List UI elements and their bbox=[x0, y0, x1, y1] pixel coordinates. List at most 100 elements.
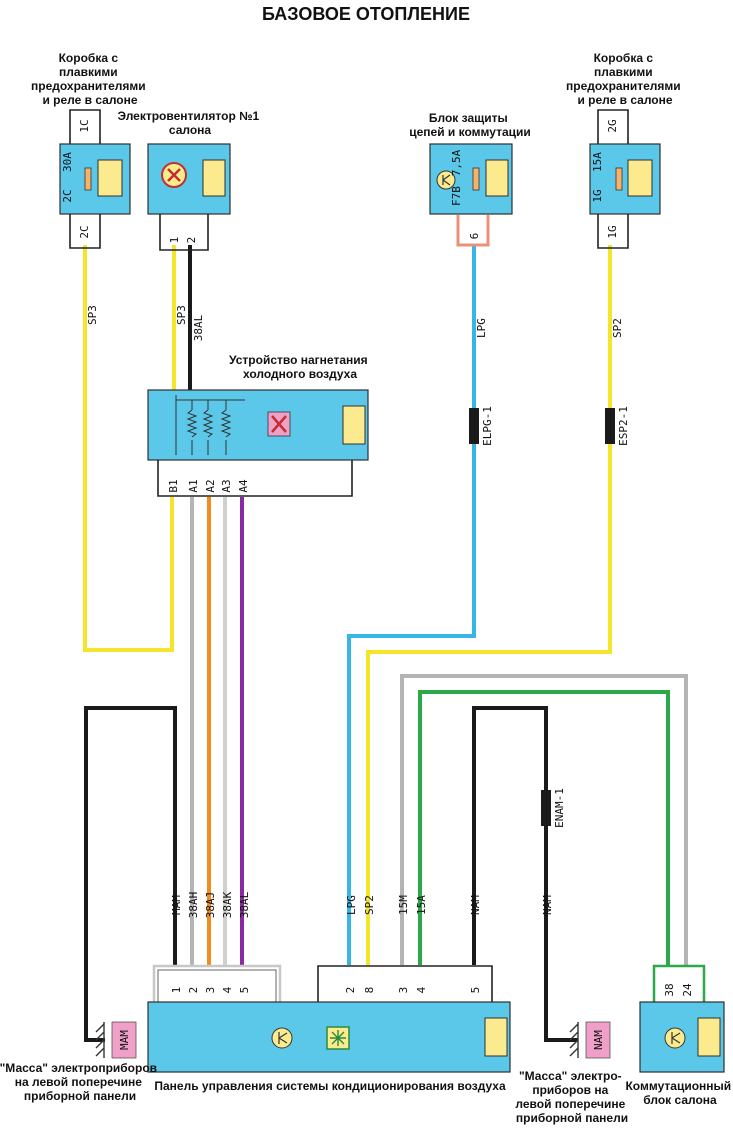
transistor-icon bbox=[436, 170, 456, 190]
fan-blade-icon-unit bbox=[271, 415, 287, 433]
cold-air-unit-tab bbox=[342, 405, 366, 445]
fuse-box-left-label: Коробка с плавкими предохранителями и ре… bbox=[31, 51, 149, 107]
fuse-box-left-fuse-rating: 30A bbox=[61, 152, 74, 172]
wire-label-nam-ground: NAM bbox=[541, 895, 554, 915]
wire-sp2 bbox=[366, 245, 612, 965]
ground-left-label: "Масса" электроприборов на левой попереч… bbox=[0, 1061, 160, 1103]
wires bbox=[83, 215, 688, 1042]
wire-label-38al-top: 38AL bbox=[192, 314, 205, 341]
wire-sp3-left bbox=[83, 245, 174, 652]
cold-air-unit-pin-a3: A3 bbox=[220, 479, 233, 492]
fuse-f7b-icon bbox=[472, 167, 480, 191]
ac-panel-pin-r4: 4 bbox=[415, 986, 428, 993]
ac-panel-pin-l3: 3 bbox=[204, 987, 217, 994]
ac-panel-pin-l2: 2 bbox=[187, 987, 200, 994]
ground-right: NAM "Масса" электро- приборов на левой п… bbox=[515, 1021, 628, 1125]
fan-blade-icon bbox=[167, 168, 181, 182]
ac-panel-pin-r8: 8 bbox=[363, 987, 376, 994]
fuse-box-right-tab bbox=[627, 159, 653, 197]
cold-air-unit-label: Устройство нагнетания холодного воздуха bbox=[229, 353, 371, 381]
ac-panel-left-harness-inner bbox=[157, 969, 277, 1002]
comm-block: 38 24 Коммутационный блок салона bbox=[625, 964, 733, 1107]
cold-air-unit-connector bbox=[147, 389, 369, 461]
fuse-box-right-pin-bottom: 1G bbox=[606, 225, 619, 238]
ac-panel-left-harness-outer bbox=[152, 964, 282, 1002]
transistor-symbol-icon bbox=[442, 174, 451, 186]
fuse-box-left-bottom-harness bbox=[69, 214, 101, 249]
blower-motor-label: Электровентилятор №1 салона bbox=[117, 109, 262, 137]
ac-panel-tab bbox=[484, 1017, 508, 1057]
wire-label-sp2-bottom: SP2 bbox=[363, 895, 376, 915]
ac-panel-pin-l5: 5 bbox=[238, 987, 251, 994]
wire-label-mam: MAM bbox=[170, 895, 183, 915]
ground-right-code: NAM bbox=[592, 1030, 605, 1050]
resistor-bank-icon bbox=[175, 395, 245, 455]
ground-left-code: MAM bbox=[118, 1030, 131, 1050]
comm-block-harness bbox=[652, 964, 706, 1002]
wire-15a bbox=[418, 690, 670, 966]
wire-label-sp3-mid: SP3 bbox=[175, 305, 188, 325]
sleeve-esp2 bbox=[605, 408, 615, 444]
blower-motor-harness bbox=[159, 214, 209, 251]
comm-block-pin-24: 24 bbox=[681, 983, 694, 997]
wire-label-38ak: 38AK bbox=[221, 891, 234, 918]
cold-air-unit-pin-a4: A4 bbox=[237, 479, 250, 493]
comm-block-tab bbox=[697, 1017, 721, 1057]
wire-label-15m: 15M bbox=[397, 895, 410, 915]
page-title: БАЗОВОЕ ОТОПЛЕНИЕ bbox=[262, 4, 470, 24]
wire-mam bbox=[84, 706, 177, 1042]
sleeve-enam bbox=[541, 790, 551, 826]
fuse-box-left-fuse-id: 2C bbox=[61, 189, 74, 202]
blower-motor-pin-1: 1 bbox=[168, 237, 181, 244]
ac-panel-label: Панель управления системы кондиционирова… bbox=[154, 1079, 506, 1093]
wire-label-esp2: ESP2-1 bbox=[617, 406, 630, 446]
protection-block: Блок защиты цепей и коммутации F7B 7,5A … bbox=[409, 111, 531, 239]
wire-label-nam-panel: NAM bbox=[469, 895, 482, 915]
fuse-box-left-pin-bottom: 2C bbox=[78, 225, 91, 238]
fuse-right-icon bbox=[615, 167, 623, 191]
ground-right-tag bbox=[585, 1021, 611, 1059]
wire-label-lpg-bottom: LPG bbox=[345, 895, 358, 915]
cold-air-unit-pin-a1: A1 bbox=[187, 479, 200, 492]
wire-label-elpg: ELPG-1 bbox=[481, 406, 494, 446]
wire-label-enam: ENAM-1 bbox=[553, 788, 566, 828]
fuse-box-right: Коробка с плавкими предохранителями и ре… bbox=[566, 51, 684, 249]
wire-loop-protection bbox=[456, 215, 490, 247]
fuse-box-right-bottom-harness bbox=[597, 214, 629, 249]
wire-nam-panel bbox=[472, 706, 578, 1042]
fuse-box-right-label: Коробка с плавкими предохранителями и ре… bbox=[566, 51, 684, 107]
cold-air-unit-pin-a2: A2 bbox=[204, 479, 217, 492]
comm-block-pin-38: 38 bbox=[663, 983, 676, 996]
blower-motor-tab bbox=[202, 159, 226, 197]
ac-panel-pin-l4: 4 bbox=[221, 986, 234, 993]
ac-panel-pin-r5: 5 bbox=[469, 987, 482, 994]
comm-block-label: Коммутационный блок салона bbox=[625, 1079, 733, 1107]
cold-air-unit: Устройство нагнетания холодного воздуха … bbox=[147, 353, 371, 497]
wire-15m bbox=[400, 674, 688, 966]
blower-motor-pin-2: 2 bbox=[185, 237, 198, 244]
protection-block-label: Блок защиты цепей и коммутации bbox=[409, 111, 531, 139]
ground-right-icon bbox=[569, 1022, 579, 1058]
ground-left: MAM "Масса" электроприборов на левой поп… bbox=[0, 1021, 160, 1103]
ac-panel-pin-r2: 2 bbox=[344, 987, 357, 994]
fuse-left-icon bbox=[84, 167, 92, 191]
wire-label-lpg-top: LPG bbox=[475, 318, 488, 338]
fuse-box-right-fuse-id: 1G bbox=[591, 189, 604, 202]
ac-control-panel: 1 2 3 4 5 2 8 3 4 5 Панель управления си… bbox=[147, 964, 511, 1093]
wire-label-sp2-top: SP2 bbox=[611, 318, 624, 338]
cold-air-unit-harness bbox=[157, 460, 353, 497]
transistor-symbol-panel-icon bbox=[278, 1032, 288, 1044]
wire-label-38al-bottom: 38AL bbox=[238, 891, 251, 918]
transistor-symbol-comm-icon bbox=[671, 1032, 681, 1044]
ground-left-icon bbox=[95, 1022, 105, 1058]
wire-label-38aj: 38AJ bbox=[204, 892, 217, 919]
transistor-icon-panel bbox=[271, 1027, 293, 1049]
blower-motor: Электровентилятор №1 салона 1 2 bbox=[117, 109, 262, 251]
ac-panel-pin-l1: 1 bbox=[170, 987, 183, 994]
protection-block-fuse-id: F7B bbox=[450, 186, 463, 206]
fuse-box-right-fuse-rating: 15A bbox=[591, 152, 604, 172]
fuse-box-right-top-harness bbox=[597, 109, 629, 144]
ground-left-tag bbox=[111, 1021, 137, 1059]
